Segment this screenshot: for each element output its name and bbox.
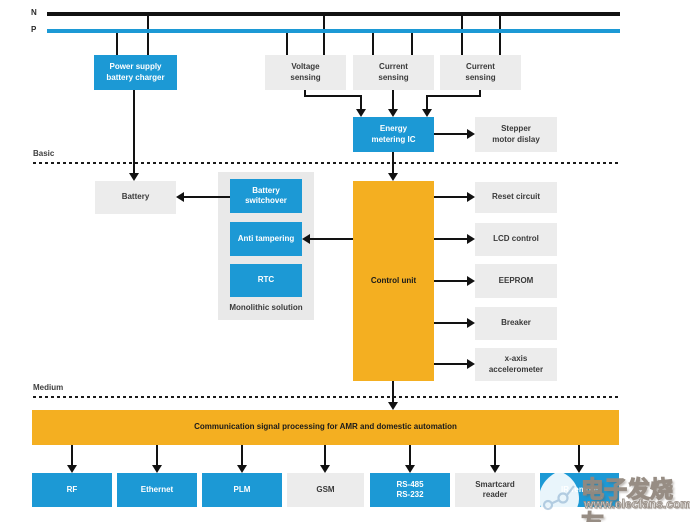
section-basic-divider bbox=[33, 162, 618, 164]
arrow-comm-rs bbox=[405, 465, 415, 473]
node-rs: RS-485 RS-232 bbox=[370, 473, 450, 507]
edge-control-eeprom bbox=[434, 280, 469, 282]
node-current-sensing-1: Current sensing bbox=[353, 55, 434, 90]
edge-comm-plm bbox=[241, 445, 243, 467]
section-medium-divider bbox=[33, 396, 618, 398]
arrow-comm-gsm bbox=[320, 465, 330, 473]
arrow-control-reset bbox=[467, 192, 475, 202]
arrow-power-battery bbox=[129, 173, 139, 181]
section-medium-label: Medium bbox=[33, 383, 64, 392]
edge-energy-control bbox=[392, 152, 394, 174]
arrow-switchover-battery bbox=[176, 192, 184, 202]
elecfans-logo-icon bbox=[539, 471, 579, 519]
edge-comm-ir bbox=[578, 445, 580, 467]
node-energy-metering: Energy metering IC bbox=[353, 117, 434, 152]
edge-comm-rf bbox=[71, 445, 73, 467]
node-battery-switchover: Battery switchover bbox=[230, 179, 302, 213]
tap-p-current1-b bbox=[411, 31, 413, 55]
edge-current1-drop bbox=[392, 90, 394, 110]
node-accelerometer: x-axis accelerometer bbox=[475, 348, 557, 381]
arrow-control-comm bbox=[388, 402, 398, 410]
edge-control-lcd bbox=[434, 238, 469, 240]
node-breaker: Breaker bbox=[475, 307, 557, 340]
arrow-energy-stepper bbox=[467, 129, 475, 139]
node-rtc: RTC bbox=[230, 264, 302, 297]
monolithic-caption: Monolithic solution bbox=[229, 303, 303, 312]
arrow-current2-energy bbox=[422, 109, 432, 117]
edge-comm-rs bbox=[409, 445, 411, 467]
arrow-voltage-energy bbox=[356, 109, 366, 117]
watermark-url: www.elecfans.com bbox=[584, 497, 690, 512]
tap-n-power bbox=[147, 14, 149, 55]
node-control-unit: Control unit bbox=[353, 181, 434, 381]
edge-control-reset bbox=[434, 196, 469, 198]
watermark-logo bbox=[536, 469, 582, 521]
edge-comm-ethernet bbox=[156, 445, 158, 467]
edge-control-comm bbox=[392, 381, 394, 403]
edge-current2-drop bbox=[426, 95, 428, 110]
node-comm-bar: Communication signal processing for AMR … bbox=[32, 410, 619, 445]
node-battery: Battery bbox=[95, 181, 176, 214]
tap-n-current2-b bbox=[499, 14, 501, 55]
node-rf: RF bbox=[32, 473, 112, 507]
node-reset-circuit: Reset circuit bbox=[475, 182, 557, 213]
arrow-current1-energy bbox=[388, 109, 398, 117]
tap-n-current2-a bbox=[461, 14, 463, 55]
node-smartcard: Smartcard reader bbox=[455, 473, 535, 507]
edge-energy-stepper bbox=[434, 133, 469, 135]
arrow-control-eeprom bbox=[467, 276, 475, 286]
tap-p-current1-a bbox=[372, 31, 374, 55]
node-plm: PLM bbox=[202, 473, 282, 507]
arrow-energy-control bbox=[388, 173, 398, 181]
node-gsm: GSM bbox=[287, 473, 364, 507]
section-basic-label: Basic bbox=[33, 149, 55, 158]
arrow-comm-plm bbox=[237, 465, 247, 473]
bus-p-label: P bbox=[31, 25, 37, 34]
node-eeprom: EEPROM bbox=[475, 264, 557, 298]
tap-p-voltage bbox=[286, 31, 288, 55]
edge-voltage-drop bbox=[360, 95, 362, 110]
arrow-control-accel bbox=[467, 359, 475, 369]
arrow-comm-smartcard bbox=[490, 465, 500, 473]
node-voltage-sensing: Voltage sensing bbox=[265, 55, 346, 90]
node-current-sensing-2: Current sensing bbox=[440, 55, 521, 90]
edge-control-antitamper bbox=[309, 238, 353, 240]
watermark-brand: 电子发烧友 bbox=[580, 475, 673, 522]
arrow-comm-ir bbox=[574, 465, 584, 473]
edge-comm-gsm bbox=[324, 445, 326, 467]
arrow-comm-ethernet bbox=[152, 465, 162, 473]
arrow-comm-rf bbox=[67, 465, 77, 473]
edge-voltage-elbow-v bbox=[304, 90, 306, 97]
node-stepper-display: Stepper motor dislay bbox=[475, 117, 557, 152]
bus-n-label: N bbox=[31, 8, 37, 17]
edge-current2-elbow-h bbox=[426, 95, 481, 97]
node-anti-tampering: Anti tampering bbox=[230, 222, 302, 256]
arrow-control-breaker bbox=[467, 318, 475, 328]
bus-line-n bbox=[47, 12, 620, 16]
edge-voltage-elbow-h bbox=[304, 95, 362, 97]
edge-switchover-battery bbox=[182, 196, 230, 198]
edge-power-battery bbox=[133, 90, 135, 174]
edge-control-accel bbox=[434, 363, 469, 365]
edge-control-breaker bbox=[434, 322, 469, 324]
edge-comm-smartcard bbox=[494, 445, 496, 467]
node-power-supply: Power supply battery charger bbox=[94, 55, 177, 90]
arrow-control-lcd bbox=[467, 234, 475, 244]
arrow-control-antitamper bbox=[302, 234, 310, 244]
tap-n-voltage bbox=[323, 14, 325, 55]
node-ethernet: Ethernet bbox=[117, 473, 197, 507]
edge-current2-elbow-v bbox=[479, 90, 481, 97]
bus-line-p bbox=[47, 29, 620, 33]
node-lcd-control: LCD control bbox=[475, 223, 557, 256]
tap-p-power bbox=[116, 31, 118, 55]
